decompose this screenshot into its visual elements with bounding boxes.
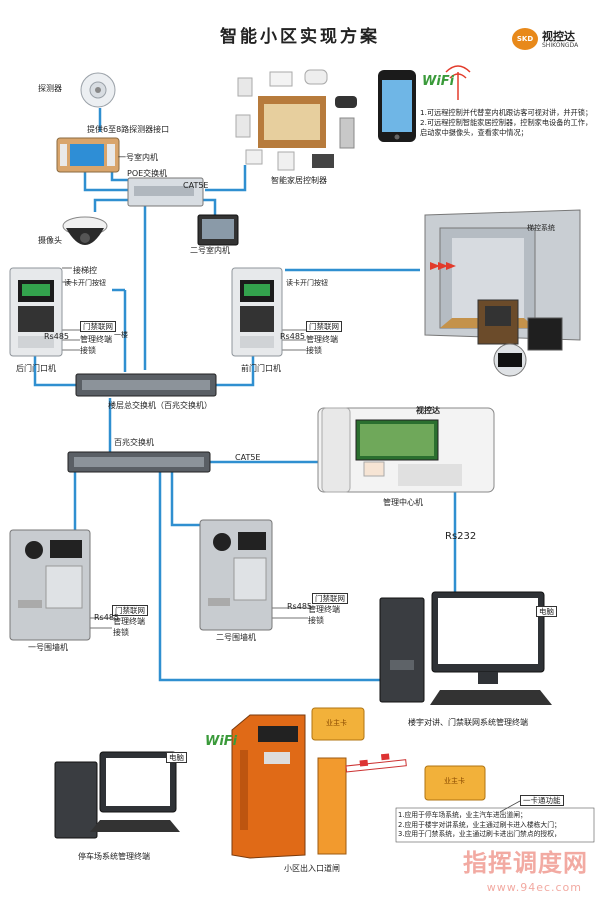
label-cat5e-top: CAT5E (183, 181, 209, 190)
label-rs485-w1: Rs485 (94, 613, 119, 622)
label-door-reader-right: 读卡开门按钮 (286, 279, 328, 287)
label-access-net-right: 门禁联网 (306, 321, 342, 332)
camera-device (62, 216, 108, 245)
note-bottom-1: 1.应用于停车场系统，业主汽车进出道闸； (398, 811, 527, 819)
label-indoor1: 一号室内机 (118, 153, 158, 162)
label-pc-right: 电脑 (536, 606, 557, 617)
label-rs485-left: Rs485 (44, 332, 69, 341)
note-bottom-2: 2.应用于楼宇对讲系统，业主通过刷卡进入楼栋大门； (398, 820, 561, 829)
label-jiesuo-w1: 接锁 (113, 628, 129, 637)
elevator-arrows-icon (430, 262, 456, 270)
label-access-net-w1: 门禁联网 (112, 605, 148, 616)
logo-en: SHIKONGDA (542, 42, 579, 49)
label-detector: 探测器 (38, 84, 62, 93)
label-access-net-left: 门禁联网 (80, 321, 116, 332)
label-smart-home: 智能家居控制器 (271, 176, 327, 185)
label-mgmt-terminal-w2: 管理终端 (308, 605, 340, 614)
poe-switch-device (127, 177, 204, 207)
label-jiesuo-w2: 接锁 (308, 616, 324, 625)
wall-unit-1-device (9, 529, 91, 641)
label-mgmt-terminal-left: 管理终端 (80, 335, 112, 344)
indoor-unit-1-device (56, 137, 120, 173)
label-cat5e-mid: CAT5E (235, 453, 261, 462)
barrier-gate-device (317, 753, 407, 855)
label-monitor-brand: 视控达 (416, 406, 440, 415)
note-bottom-3: 3.应用于门禁系统，业主通过刷卡进出门禁点的授权， (398, 830, 561, 838)
label-gate-caption: 小区出入口道闸 (284, 864, 340, 873)
note-top-2: 2.可远程控制智能家居控制器，控制家电设备的工作， (420, 118, 593, 127)
brand-logo: SKD 视控达 SHIKONGDA (512, 28, 592, 52)
label-wall1: 一号围墙机 (28, 643, 68, 652)
label-indoor2: 二号室内机 (190, 246, 230, 255)
parking-kiosk-device (231, 714, 306, 859)
label-card-1: 业主卡 (326, 719, 347, 727)
label-elevator-system: 梯控系统 (527, 224, 555, 232)
label-pc-left-caption: 停车场系统管理终端 (78, 852, 150, 861)
antenna-icon (445, 65, 471, 100)
smart-home-devices (235, 69, 357, 171)
ic-cards (311, 707, 486, 801)
label-rs485-right: Rs485 (280, 332, 305, 341)
note-top-3: 启动家中摄像头，查看家中情况； (420, 128, 528, 137)
smartphone-device (378, 70, 416, 142)
label-access-net-w2: 门禁联网 (312, 593, 348, 604)
label-back-gate: 后门门口机 (16, 364, 56, 373)
front-gate-device (231, 267, 283, 357)
label-jiesuo-right: 接锁 (306, 346, 322, 355)
watermark-text: 指挥调度网 (463, 849, 588, 877)
management-center-device (317, 407, 495, 493)
label-mgmt-terminal-right: 管理终端 (306, 335, 338, 344)
pc-right-device (379, 591, 552, 705)
label-detector-port: 提供6至8路探测器接口 (87, 125, 170, 134)
label-rs232: Rs232 (445, 531, 477, 542)
label-mgmt-center: 管理中心机 (383, 498, 423, 507)
elevator-device (424, 209, 581, 377)
wall-unit-2-device (199, 519, 273, 631)
back-gate-device (9, 267, 63, 357)
watermark-url: www.94ec.com (486, 881, 582, 894)
floor-switch-device (75, 373, 217, 397)
label-floor-switch: 楼层总交换机（百兆交换机） (108, 401, 212, 410)
main-switch-device (67, 451, 211, 473)
logo-cn: 视控达 (542, 30, 575, 43)
label-pc-left: 电脑 (166, 752, 187, 763)
wifi-label-bottom: WiFi (205, 734, 238, 749)
label-jiesuo-left: 接锁 (80, 346, 96, 355)
pc-left-device (54, 751, 180, 839)
label-front-gate: 前门门口机 (241, 364, 281, 373)
label-main-switch: 百兆交换机 (114, 438, 154, 447)
label-floor-line: 一楼 (114, 331, 128, 339)
card-note-frame (395, 807, 595, 843)
label-pc-right-caption: 楼宇对讲、门禁联网系统管理终端 (408, 718, 528, 727)
network-lines (33, 108, 457, 682)
label-rs485-w2: Rs485 (287, 602, 312, 611)
note-top-1: 1.可远程控制并代替室内机跟访客可视对讲，并开锁； (420, 108, 593, 117)
label-jie-tikong: 接梯控 (73, 266, 97, 275)
logo-mark: SKD (512, 28, 538, 50)
label-card-system: 一卡通功能 (520, 795, 564, 806)
label-door-reader-left: 读卡开门按钮 (64, 279, 106, 287)
label-wall2: 二号围墙机 (216, 633, 256, 642)
wifi-label-top: WiFi (422, 74, 455, 89)
remote-control-notes: 1.可远程控制并代替室内机跟访客可视对讲，并开锁； 2.可远程控制智能家居控制器… (420, 108, 596, 138)
label-card-2: 业主卡 (444, 777, 465, 785)
label-mgmt-terminal-w1: 管理终端 (113, 617, 145, 626)
indoor-unit-2-device (197, 214, 239, 246)
card-function-notes: 1.应用于停车场系统，业主汽车进出道闸； 2.应用于楼宇对讲系统，业主通过刷卡进… (398, 811, 594, 840)
page-title: 智能小区实现方案 (220, 27, 380, 47)
label-poe-switch: POE交换机 (127, 169, 168, 178)
label-camera: 摄像头 (38, 236, 62, 245)
detector-device (80, 72, 116, 108)
